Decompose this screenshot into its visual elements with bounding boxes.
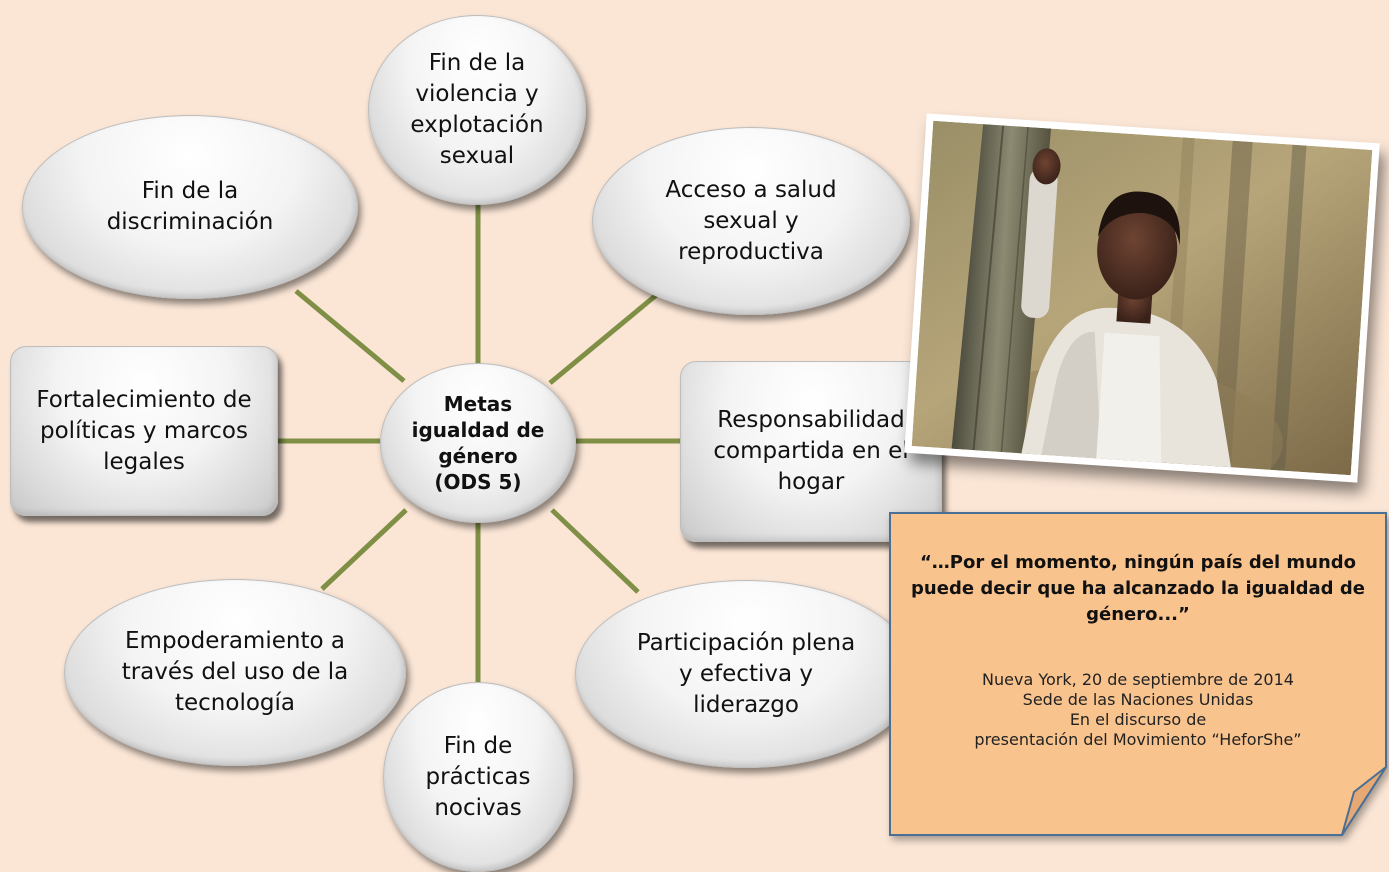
node-fin-violencia: Fin de la violencia y explotación sexual	[368, 15, 586, 205]
node-empoderamiento-tecnologia-label: Empoderamiento a través del uso de la te…	[121, 628, 349, 716]
node-fin-violencia-label: Fin de la violencia y explotación sexual	[410, 50, 544, 169]
quote-source: Nueva York, 20 de septiembre de 2014 Sed…	[903, 670, 1373, 750]
photo-frame	[904, 113, 1380, 483]
girl-leaning-on-tree-photo	[911, 120, 1373, 476]
node-fortalecimiento-politicas: Fortalecimiento de políticas y marcos le…	[10, 346, 278, 516]
node-metas-centro: Metas igualdad de género (ODS 5)	[380, 363, 576, 523]
connector-technology	[320, 508, 408, 591]
node-acceso-salud: Acceso a salud sexual y reproductiva	[592, 127, 910, 315]
quote-source-line: Nueva York, 20 de septiembre de 2014	[982, 670, 1294, 689]
quote-source-line: presentación del Movimiento “HeforShe”	[974, 730, 1302, 749]
connector-participation	[550, 508, 640, 594]
node-fin-discriminacion-label: Fin de la discriminación	[106, 178, 274, 235]
node-fortalecimiento-politicas-label: Fortalecimiento de políticas y marcos le…	[36, 386, 252, 475]
connector-discrimination	[294, 289, 406, 383]
node-empoderamiento-tecnologia: Empoderamiento a través del uso de la te…	[64, 579, 406, 766]
note-background-shape	[889, 512, 1387, 836]
node-participacion-liderazgo: Participación plena y efectiva y lideraz…	[575, 580, 917, 768]
connector-health	[548, 290, 662, 385]
node-fin-practicas-nocivas: Fin de prácticas nocivas	[383, 682, 573, 872]
node-responsabilidad-hogar: Responsabilidad compartida en el hogar	[680, 361, 942, 542]
node-fin-practicas-nocivas-label: Fin de prácticas nocivas	[425, 732, 531, 821]
node-participacion-liderazgo-label: Participación plena y efectiva y lideraz…	[636, 629, 856, 718]
quote-text: “…Por el momento, ningún país del mundo …	[911, 552, 1365, 625]
node-fin-discriminacion: Fin de la discriminación	[22, 115, 358, 299]
node-metas-centro-label: Metas igualdad de género (ODS 5)	[411, 392, 545, 494]
node-responsabilidad-hogar-label: Responsabilidad compartida en el hogar	[713, 407, 909, 495]
quote-source-line: En el discurso de	[1069, 710, 1207, 729]
quote-note: “…Por el momento, ningún país del mundo …	[889, 512, 1388, 837]
quote-source-line: Sede de las Naciones Unidas	[1022, 690, 1254, 709]
node-acceso-salud-label: Acceso a salud sexual y reproductiva	[665, 176, 837, 265]
